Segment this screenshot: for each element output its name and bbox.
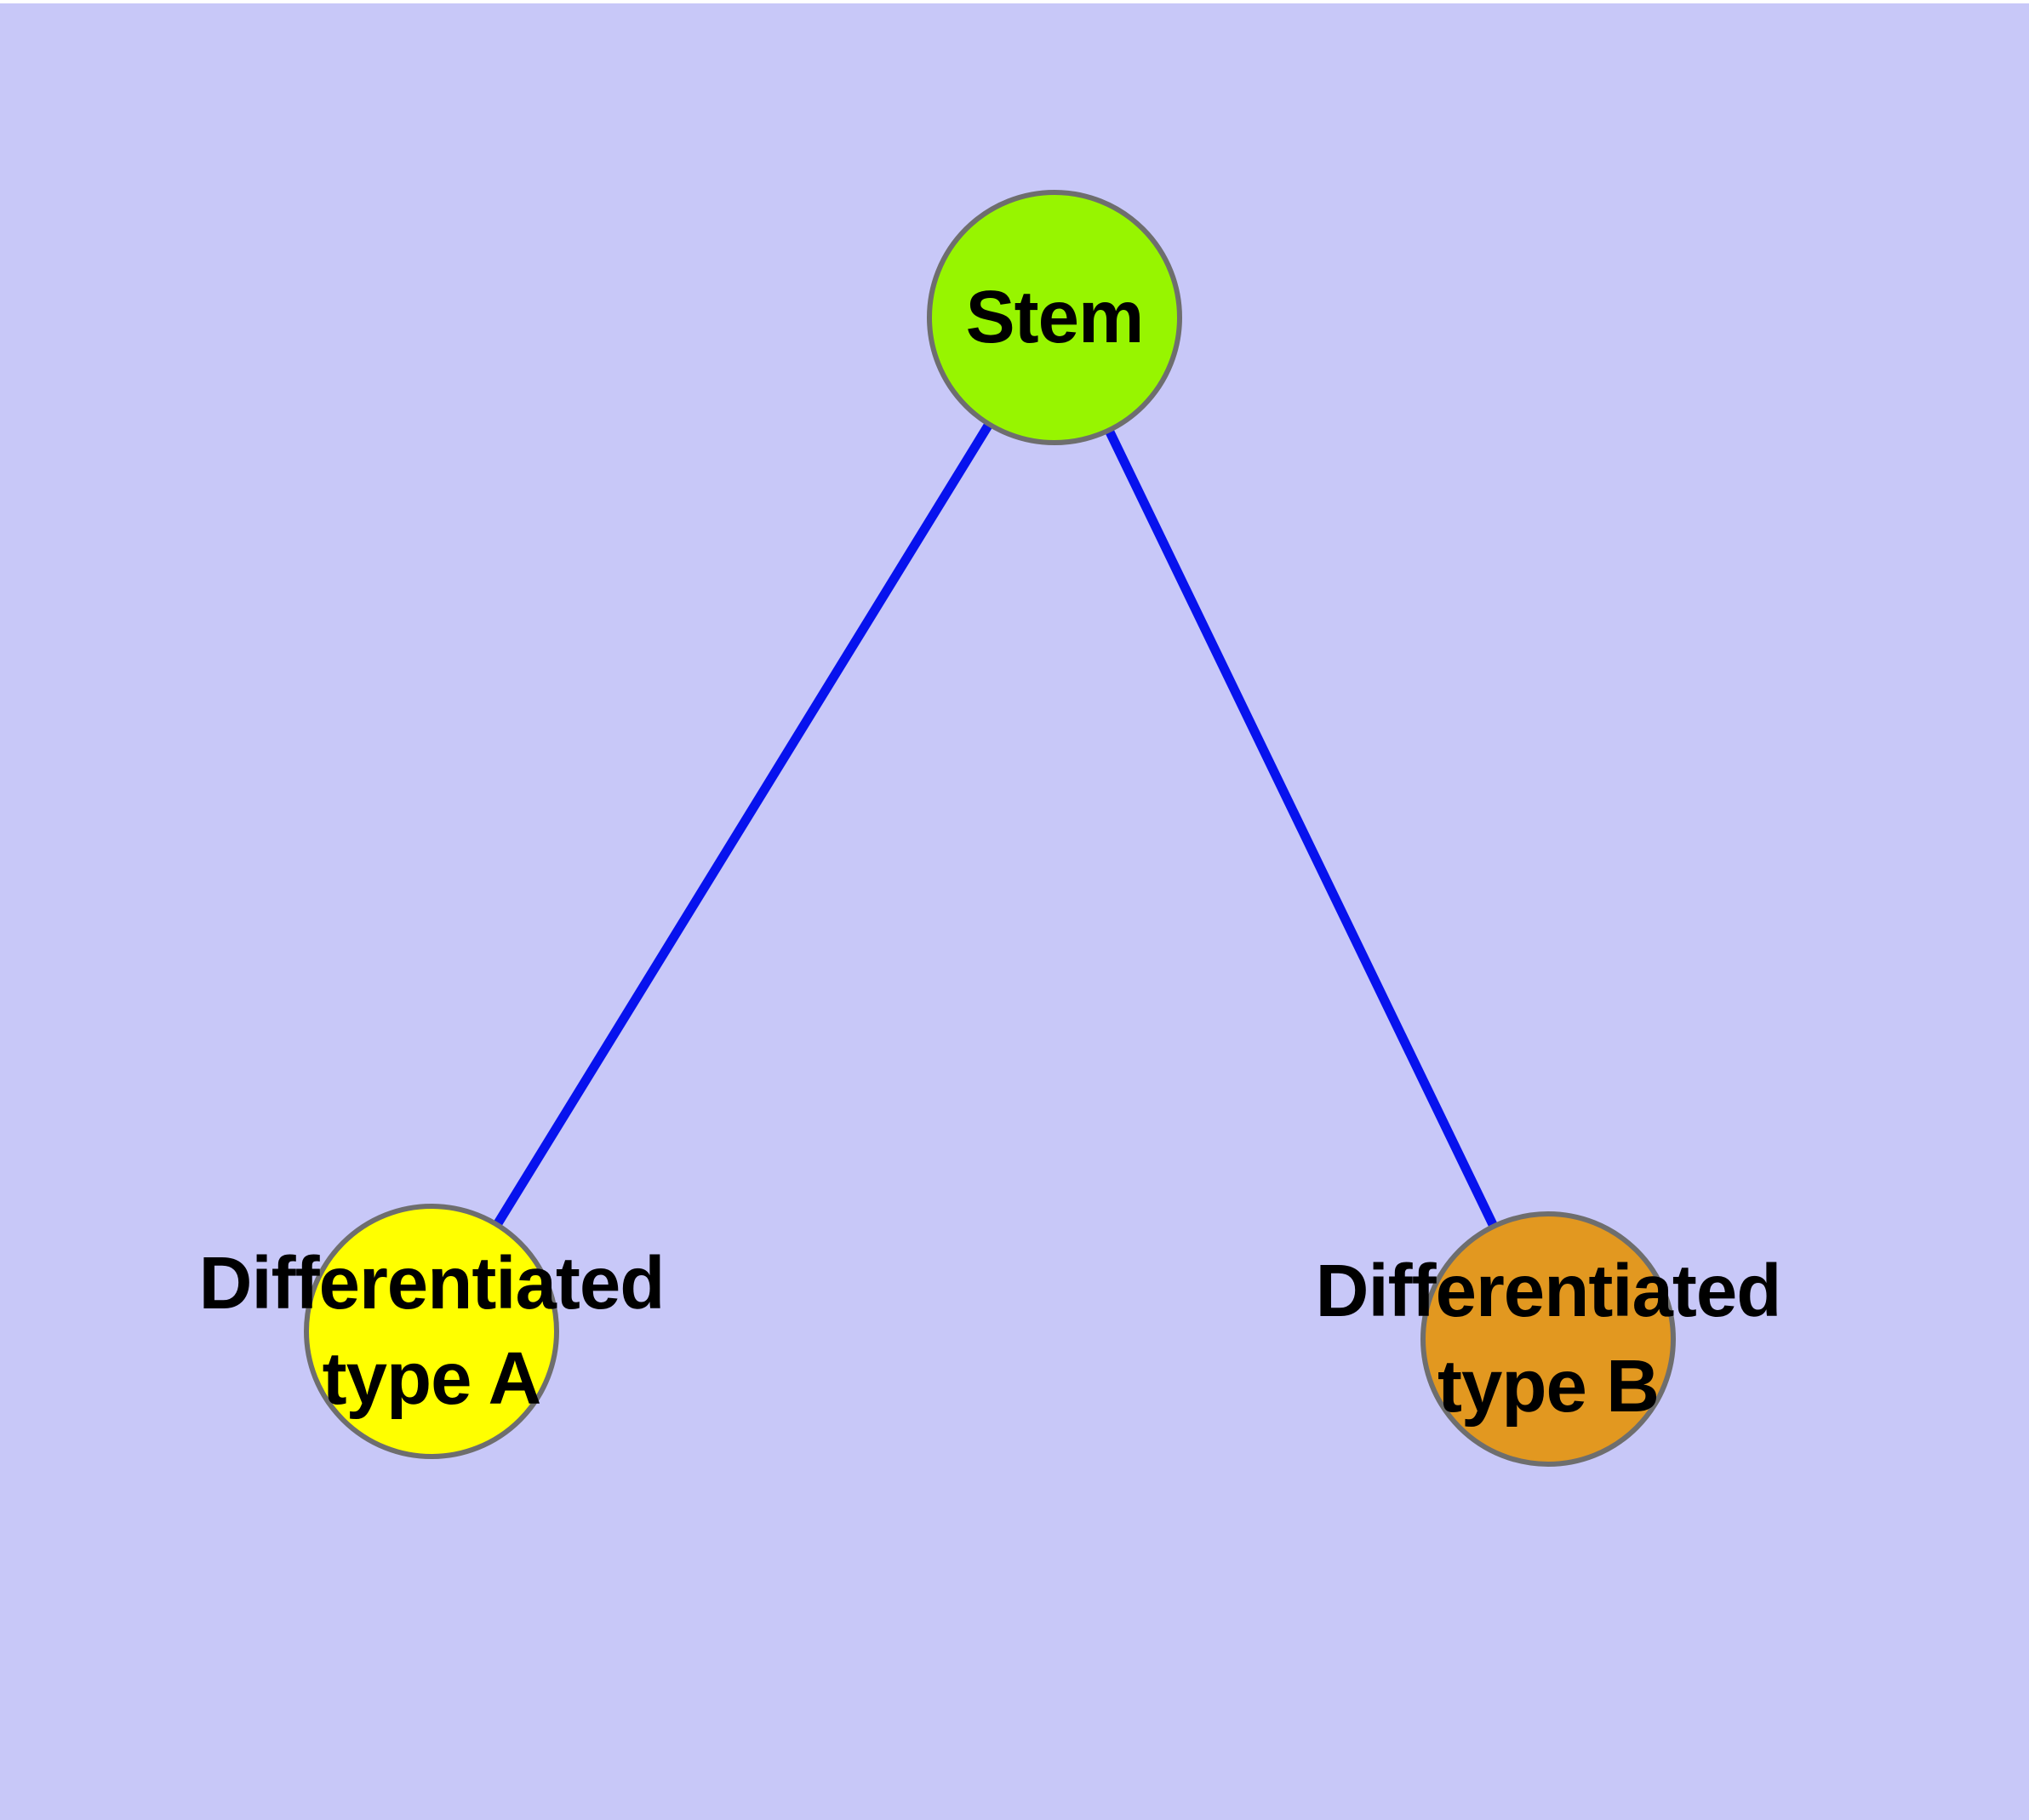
edge-stem-to-type-a [427, 315, 1059, 1334]
edge-stem-to-type-b [1050, 315, 1552, 1342]
node-type-a-label: Differentiated type A [198, 1236, 666, 1427]
node-stem-label: Stem [965, 270, 1145, 365]
node-type-b-label-line-1: Differentiated [1315, 1250, 1782, 1332]
top-white-strip [0, 0, 2029, 3]
node-type-b-label-line-2: type B [1437, 1345, 1660, 1428]
node-stem-label-line: Stem [965, 276, 1145, 358]
node-differentiated-type-b: Differentiated type B [1316, 1211, 1781, 1467]
node-type-a-label-line-1: Differentiated [198, 1242, 666, 1325]
node-type-b-label: Differentiated type B [1315, 1244, 1782, 1434]
node-stem: Stem [927, 190, 1182, 445]
node-differentiated-type-a: Differentiated type A [199, 1204, 665, 1459]
node-type-a-label-line-2: type A [322, 1337, 542, 1420]
